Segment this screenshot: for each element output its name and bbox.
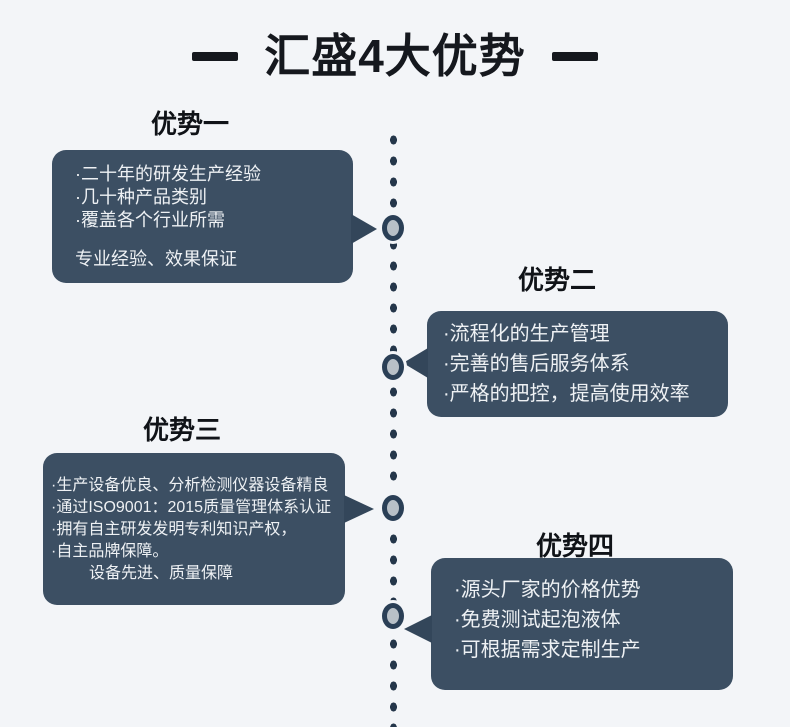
advantage-3-card: ·生产设备优良、分析检测仪器设备精良 ·通过ISO9001：2015质量管理体系…: [43, 453, 345, 605]
advantage-3-heading: 优势三: [142, 415, 221, 445]
timeline-node-1: [382, 215, 404, 241]
timeline-node-3: [382, 495, 404, 521]
timeline-node-2: [382, 354, 404, 380]
advantage-4-heading: 优势四: [535, 531, 614, 561]
title-dash-left-icon: [192, 51, 239, 61]
page-title: 汇盛4大优势: [0, 28, 790, 84]
advantage-3-line: ·通过ISO9001：2015质量管理体系认证: [51, 499, 332, 516]
advantage-4-card: ·源头厂家的价格优势 ·免费测试起泡液体 ·可根据需求定制生产: [431, 558, 733, 690]
advantage-3-line: ·拥有自主研发发明专利知识产权，: [51, 521, 297, 538]
advantage-2-heading: 优势二: [517, 265, 596, 295]
advantage-1-line: ·二十年的研发生产经验: [75, 164, 261, 184]
advantage-2-line: ·严格的把控，提高使用效率: [443, 383, 690, 405]
pointer-arrow-right-icon: [344, 495, 374, 523]
title-dash-right-icon: [551, 51, 598, 61]
advantage-4-line: ·免费测试起泡液体: [454, 609, 621, 631]
advantage-2-line: ·完善的售后服务体系: [443, 353, 630, 375]
advantage-2-card: ·流程化的生产管理 ·完善的售后服务体系 ·严格的把控，提高使用效率: [427, 311, 728, 417]
advantage-4-line: ·源头厂家的价格优势: [454, 579, 641, 601]
advantage-3-footer: 设备先进、质量保障: [89, 565, 234, 582]
advantage-4-line: ·可根据需求定制生产: [454, 639, 641, 661]
advantage-3-line: ·自主品牌保障。: [51, 543, 169, 560]
advantage-1-card: ·二十年的研发生产经验 ·几十种产品类别 ·覆盖各个行业所需 专业经验、效果保证: [52, 150, 353, 283]
page-title-text: 汇盛4大优势: [264, 30, 526, 82]
pointer-arrow-left-icon: [404, 615, 432, 643]
advantage-1-heading: 优势一: [150, 109, 229, 139]
pointer-arrow-right-icon: [351, 214, 377, 244]
advantage-1-line: ·覆盖各个行业所需: [75, 210, 225, 230]
timeline-node-4: [382, 603, 404, 629]
advantage-1-line: ·几十种产品类别: [75, 187, 207, 207]
advantage-1-footer: 专业经验、效果保证: [75, 249, 237, 269]
advantage-3-line: ·生产设备优良、分析检测仪器设备精良: [51, 477, 329, 494]
timeline-dotted-line: [389, 135, 398, 727]
pointer-arrow-left-icon: [403, 348, 428, 378]
advantage-2-line: ·流程化的生产管理: [443, 323, 610, 345]
